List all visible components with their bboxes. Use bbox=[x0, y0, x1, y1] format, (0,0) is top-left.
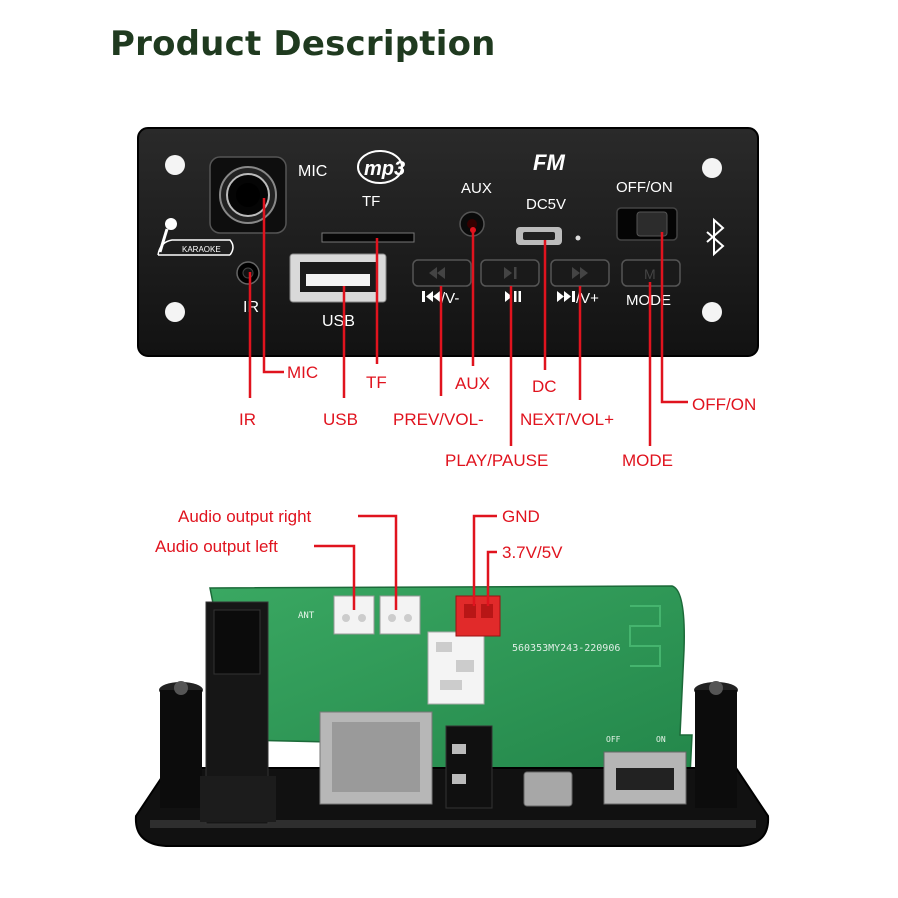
aux-jack-body bbox=[445, 725, 493, 809]
audio-connector-right[interactable] bbox=[379, 595, 421, 635]
fm-logo: FM bbox=[533, 150, 565, 175]
audio-output-right-label: Audio output right bbox=[178, 507, 312, 526]
power-connector[interactable] bbox=[455, 595, 501, 637]
next-button[interactable] bbox=[550, 259, 610, 287]
panel-dc-label: DC5V bbox=[526, 196, 566, 213]
switch-body bbox=[603, 751, 687, 805]
svg-text:M: M bbox=[644, 266, 656, 282]
callout-play-pause: PLAY/PAUSE bbox=[445, 451, 548, 470]
callout-off-on: OFF/ON bbox=[692, 395, 756, 414]
callout-aux: AUX bbox=[455, 374, 490, 393]
tf-card-slot[interactable] bbox=[321, 232, 415, 243]
mic-jack[interactable] bbox=[209, 156, 287, 234]
bluetooth-icon bbox=[706, 217, 725, 257]
dc-port-body bbox=[523, 771, 573, 807]
dc-port[interactable] bbox=[516, 227, 562, 245]
mp3-logo: mp3 bbox=[357, 150, 405, 184]
audio-output-left-label: Audio output left bbox=[155, 537, 278, 556]
standoff-left bbox=[159, 681, 203, 808]
usb-port[interactable] bbox=[289, 253, 387, 303]
callout-ir: IR bbox=[239, 410, 256, 429]
callout-tf: TF bbox=[366, 373, 387, 392]
play-pause-icon bbox=[505, 291, 521, 302]
mic-jack-body bbox=[200, 601, 276, 825]
callout-usb: USB bbox=[323, 410, 358, 429]
panel-offon-label: OFF/ON bbox=[616, 179, 673, 196]
power-led bbox=[575, 235, 581, 241]
voltage-label: 3.7V/5V bbox=[502, 543, 563, 562]
off-label: OFF bbox=[606, 735, 621, 744]
svg-text:mp3: mp3 bbox=[364, 158, 405, 180]
callout-mode: MODE bbox=[622, 451, 673, 470]
prev-button[interactable] bbox=[412, 259, 472, 287]
next-icon bbox=[557, 291, 575, 302]
sd-slot-body bbox=[319, 711, 433, 805]
on-label: ON bbox=[656, 735, 666, 744]
mount-hole-icon bbox=[702, 158, 722, 178]
play-pause-button[interactable] bbox=[480, 259, 540, 287]
ant-label: ANT bbox=[298, 611, 315, 621]
gnd-label: GND bbox=[502, 507, 540, 526]
panel-tf-label: TF bbox=[362, 193, 380, 210]
panel-mic-label: MIC bbox=[298, 163, 327, 180]
callout-next-vol: NEXT/VOL+ bbox=[520, 410, 614, 429]
prev-icon bbox=[422, 291, 440, 302]
panel-prev-label: /V- bbox=[441, 290, 459, 307]
pcb-board: 560353MY243-220906 ANT OFF ON bbox=[134, 585, 770, 847]
callout-mic: MIC bbox=[287, 363, 318, 382]
callout-dc: DC bbox=[532, 377, 557, 396]
callout-lines bbox=[248, 198, 688, 446]
mount-hole-icon bbox=[702, 302, 722, 322]
board-callout-lines bbox=[314, 514, 497, 610]
panel-next-label: /V+ bbox=[576, 290, 599, 307]
panel-aux-label: AUX bbox=[461, 180, 492, 197]
panel-mode-label: MODE bbox=[626, 292, 671, 309]
callout-prev-vol: PREV/VOL- bbox=[393, 410, 484, 429]
front-panel: MIC KARAOKE IR mp3 TF USB bbox=[137, 127, 759, 357]
mount-hole-icon bbox=[165, 155, 185, 175]
power-switch[interactable] bbox=[616, 207, 678, 241]
karaoke-logo: KARAOKE bbox=[157, 218, 234, 256]
page-title: Product Description bbox=[110, 24, 496, 64]
ir-sensor bbox=[236, 261, 260, 285]
karaoke-text: KARAOKE bbox=[182, 245, 221, 254]
panel-usb-label: USB bbox=[322, 313, 355, 330]
standoff-right bbox=[694, 681, 738, 808]
mount-hole-icon bbox=[165, 302, 185, 322]
serial-number: 560353MY243-220906 bbox=[512, 643, 620, 654]
